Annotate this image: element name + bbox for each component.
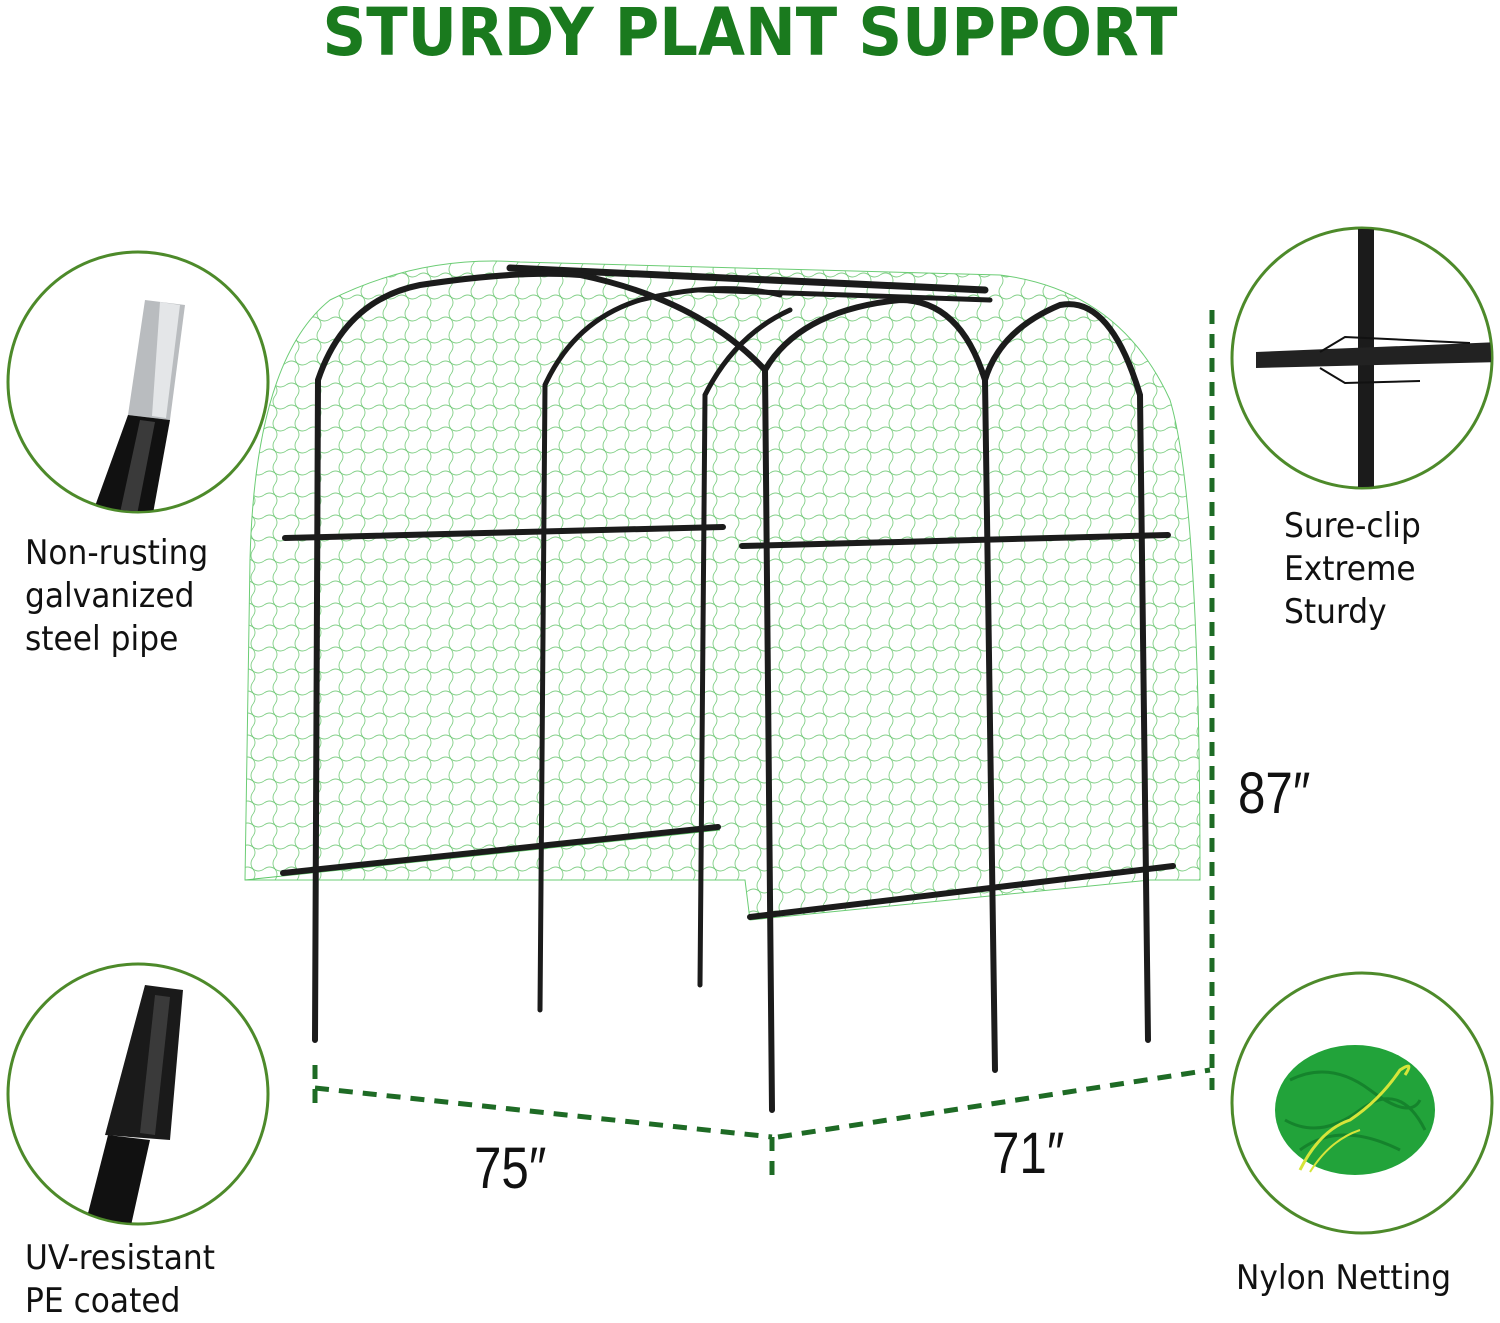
- frame: [280, 264, 1176, 1113]
- feature-label-pe-coated: UV-resistant PE coated: [25, 1238, 215, 1321]
- feature-label-nylon-netting: Nylon Netting: [1236, 1258, 1452, 1298]
- feature-label-galvanized-pipe: Non-rusting galvanized steel pipe: [25, 533, 209, 659]
- dimension-depth-label: 71″: [992, 1121, 1065, 1186]
- galvanized-pipe-icon: [6, 250, 270, 514]
- nylon-netting-icon: [1230, 971, 1494, 1235]
- pe-coated-pole-icon: [6, 962, 270, 1226]
- netting: [244, 260, 1201, 921]
- page-title: STURDY PLANT SUPPORT: [322, 0, 1178, 71]
- dimension-lines: [312, 310, 1215, 1180]
- sure-clip-icon: [1230, 226, 1494, 490]
- dimension-height-label: 87″: [1238, 761, 1311, 826]
- feature-label-sure-clip: Sure-clip Extreme Sturdy: [1284, 506, 1421, 632]
- dimension-width-label: 75″: [474, 1136, 547, 1201]
